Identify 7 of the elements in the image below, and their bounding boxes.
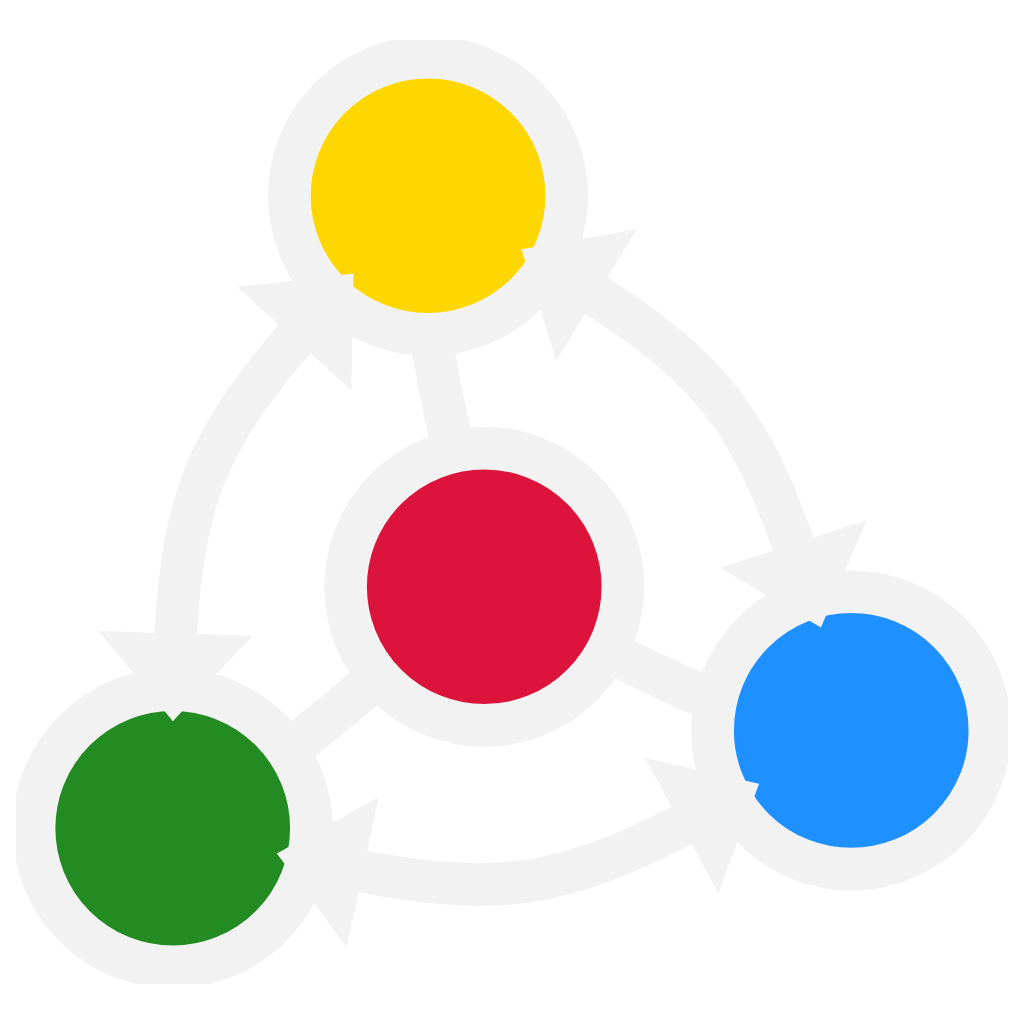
node-circle	[324, 426, 645, 747]
arrow	[276, 758, 760, 948]
arrow	[98, 273, 354, 722]
node-circle	[268, 40, 589, 356]
arrow	[521, 229, 867, 628]
node-circle	[16, 668, 333, 984]
node-circle	[691, 570, 1008, 891]
